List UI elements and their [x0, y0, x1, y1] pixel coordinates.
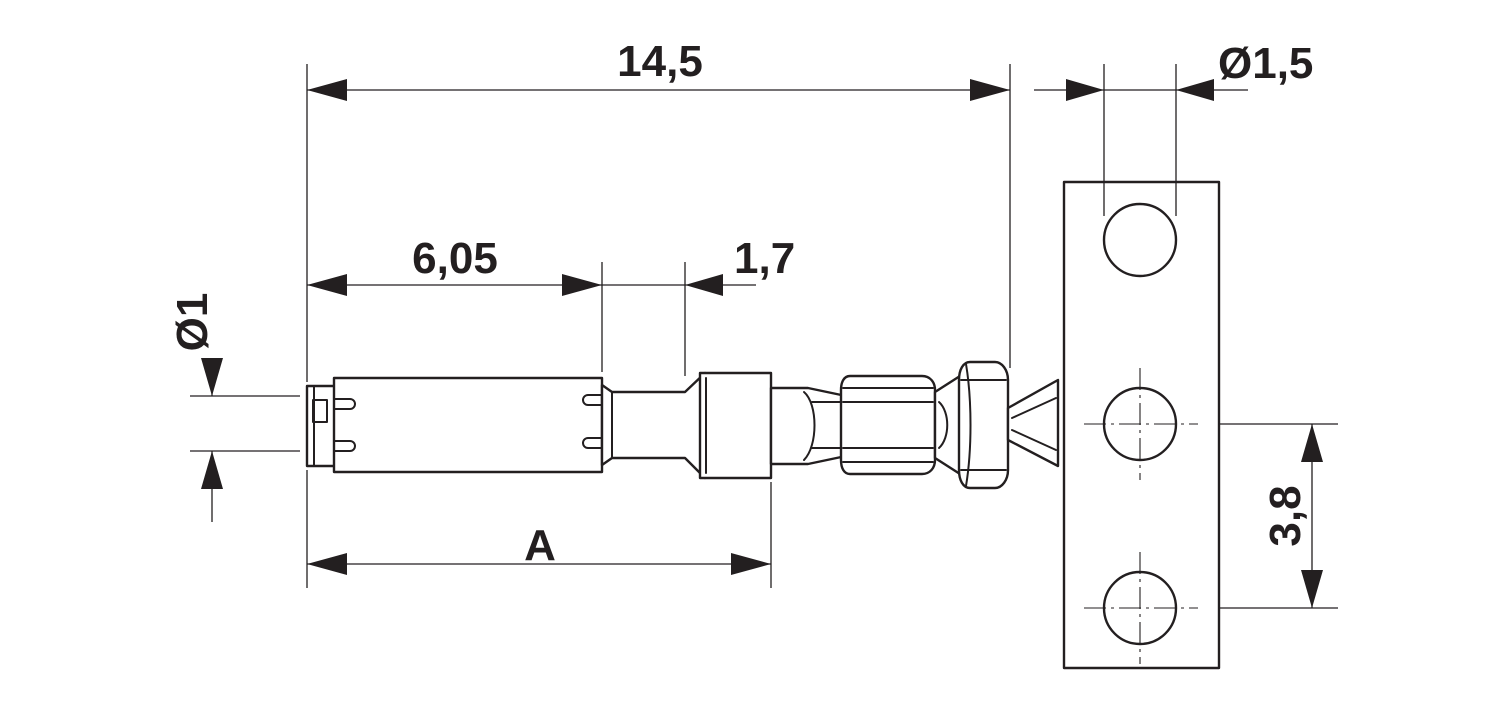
dimension-length-a: A	[307, 521, 771, 575]
extension-lines	[190, 64, 1338, 609]
dim-label-pin-diameter: Ø1	[168, 293, 217, 352]
dimension-hole-pitch: 3,8	[1261, 424, 1323, 608]
wire-crimp	[698, 371, 848, 480]
dim-label-contact-length: 6,05	[412, 234, 498, 283]
carrier-strip	[1062, 180, 1221, 670]
dimension-contact-length: 6,05	[307, 234, 602, 296]
center-mark-middle	[1084, 368, 1198, 480]
dimension-transition-length: 1,7	[602, 234, 795, 296]
carrier-hole-top	[1102, 202, 1178, 278]
carrier-bridge	[1006, 378, 1060, 468]
dimension-pin-diameter: Ø1	[168, 293, 223, 522]
center-mark-bottom	[1084, 552, 1198, 664]
dim-label-transition-length: 1,7	[734, 234, 795, 283]
socket-body	[332, 376, 604, 474]
contact-neck	[600, 371, 707, 480]
contact-tip	[305, 384, 337, 468]
dimension-overall-length: 14,5	[307, 37, 1010, 101]
crimp-contact-part	[305, 180, 1221, 670]
dim-label-overall-length: 14,5	[617, 37, 703, 86]
dim-label-hole-pitch: 3,8	[1261, 485, 1310, 546]
bridge-detail	[1011, 397, 1057, 451]
insulation-crimp	[839, 374, 962, 476]
rear-ring	[957, 360, 1010, 490]
dimension-tab-hole-diameter: Ø1,5	[1034, 39, 1313, 101]
dim-label-length-a: A	[524, 521, 556, 570]
dim-label-tab-hole-diameter: Ø1,5	[1218, 39, 1313, 88]
